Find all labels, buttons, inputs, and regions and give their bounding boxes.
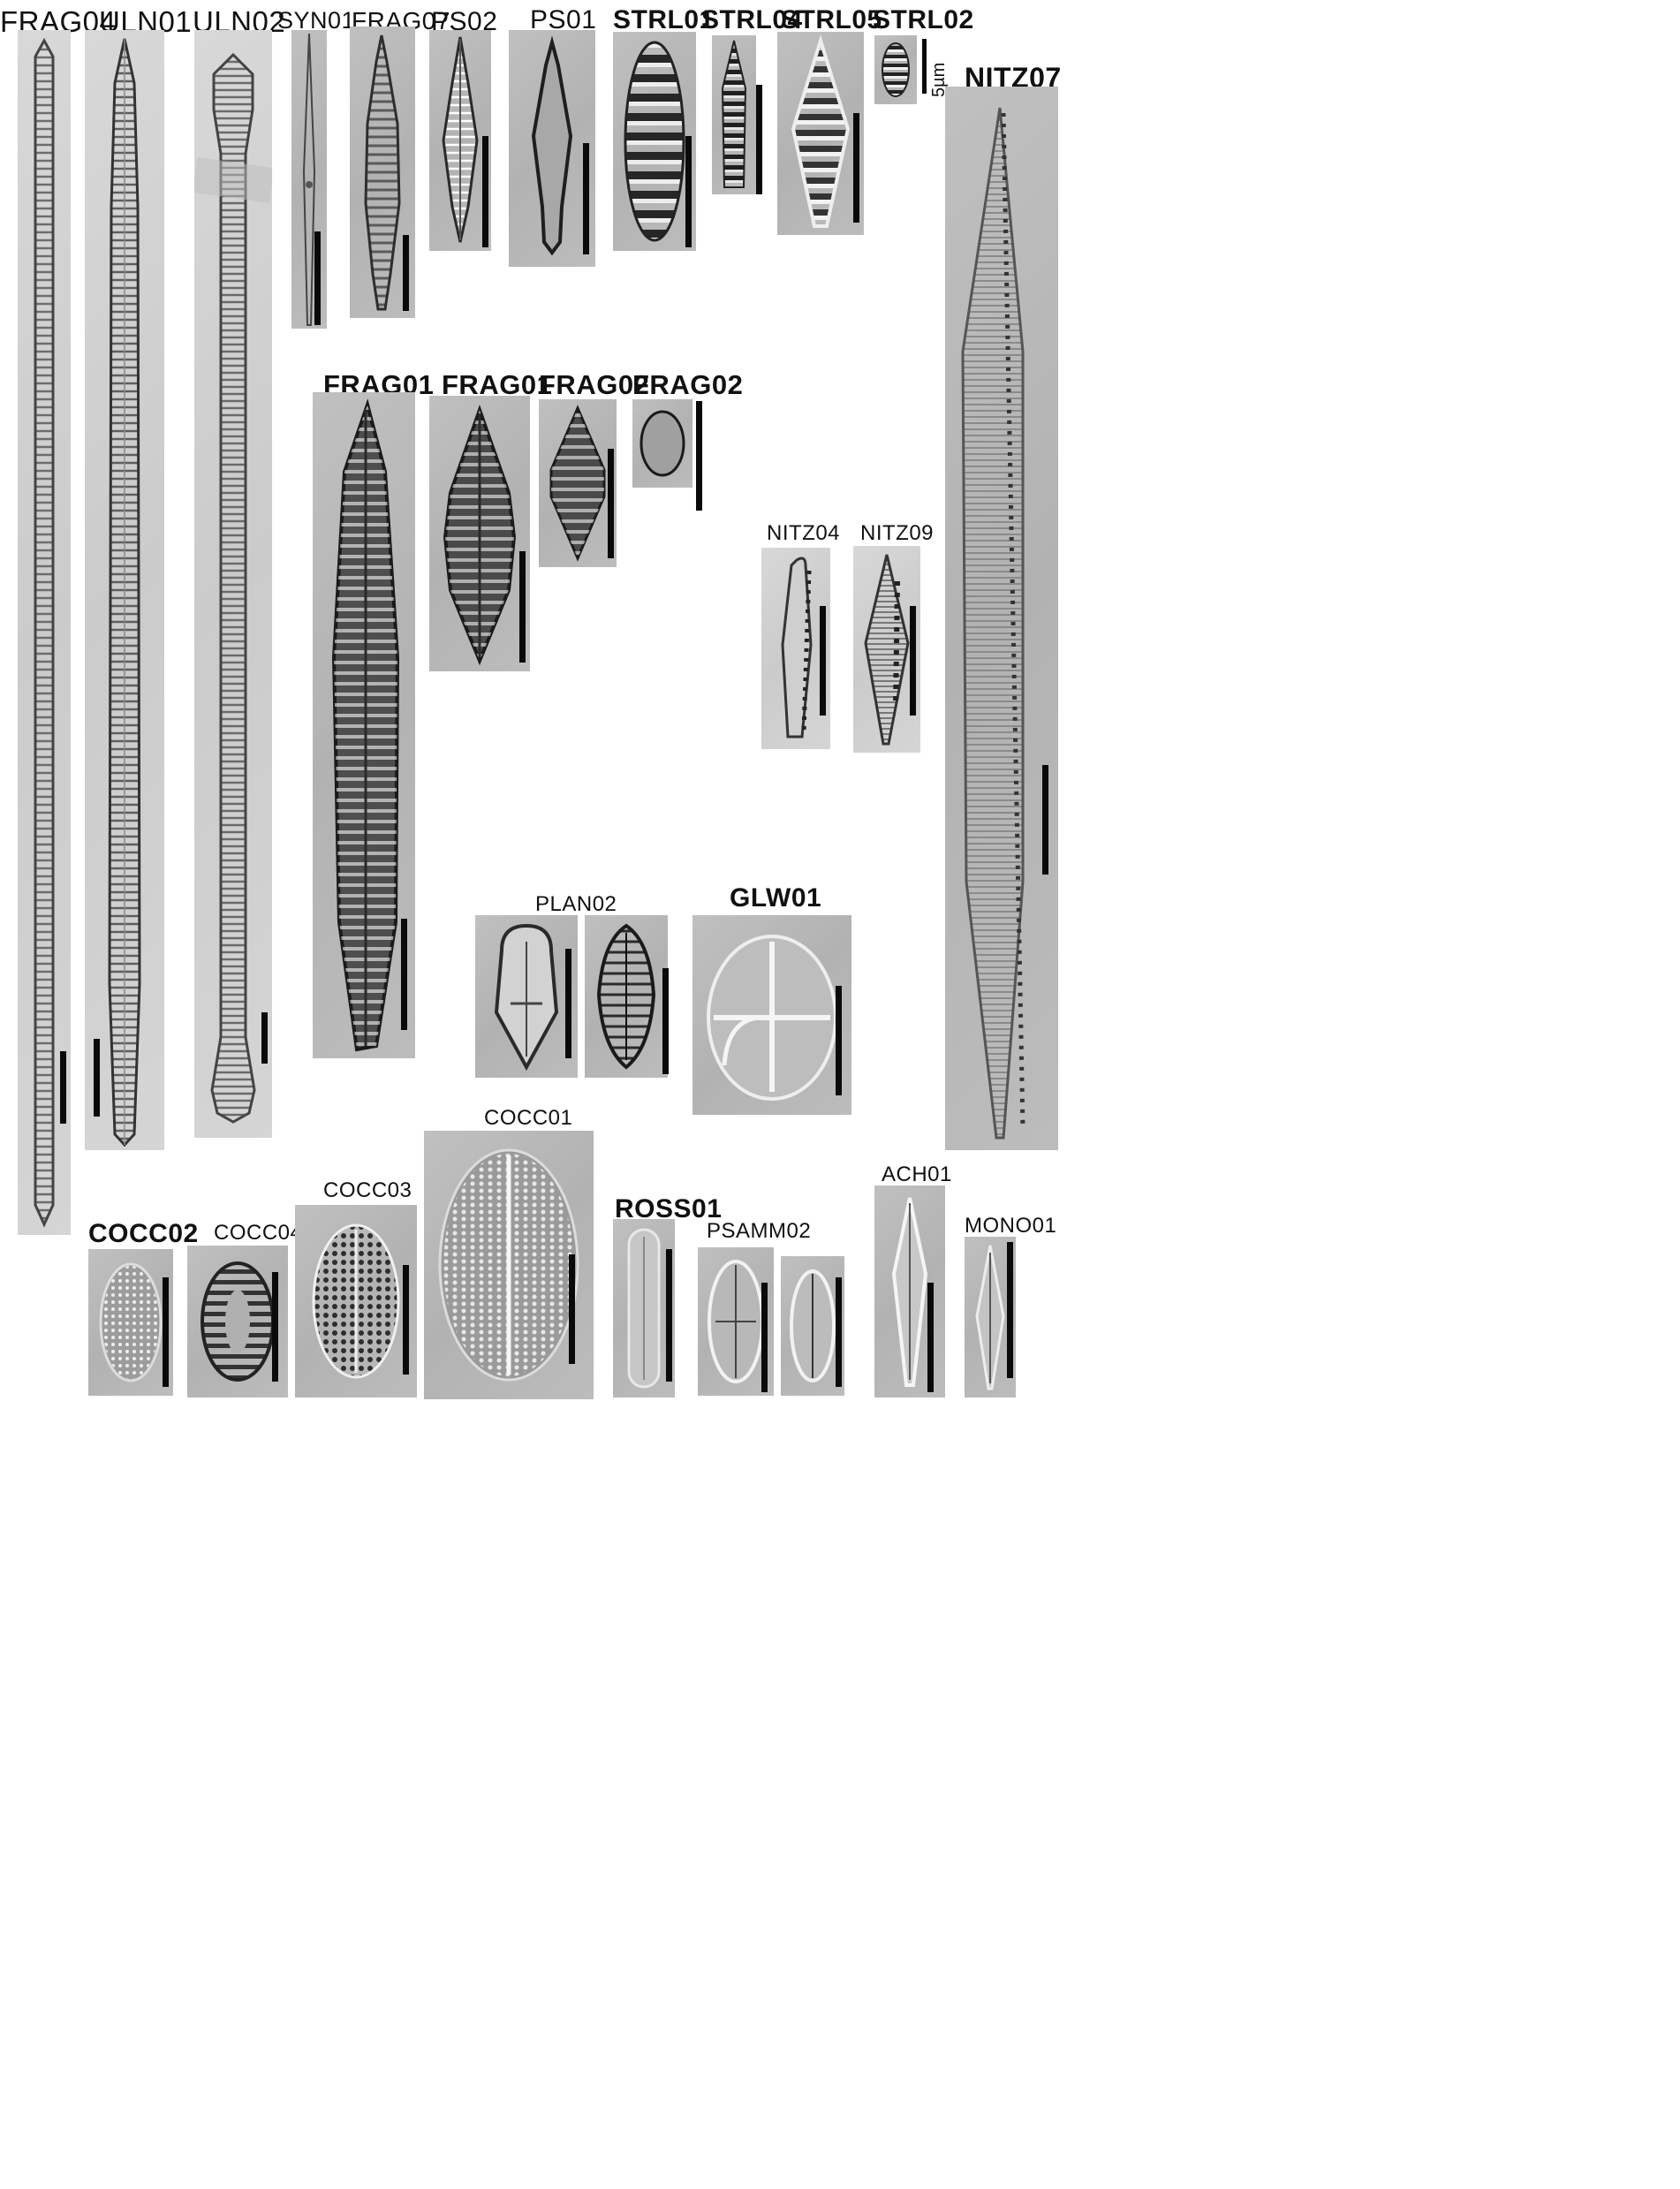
scale-bar-cocc03: [403, 1265, 409, 1375]
scale-bar-ach01: [927, 1283, 934, 1392]
scale-bar-cocc01: [569, 1254, 575, 1364]
label-plan02: PLAN02: [535, 892, 617, 916]
scale-bar-nitz04: [820, 606, 826, 716]
label-ach01: ACH01: [882, 1163, 952, 1186]
scale-bar-ross01: [666, 1249, 672, 1382]
scale-bar-glw01: [836, 986, 842, 1095]
label-strl02: STRL02: [873, 5, 974, 34]
scale-bar-cocc02: [163, 1277, 169, 1387]
scale-bar-strl01: [685, 136, 692, 247]
scale-bar-frag04: [60, 1051, 66, 1124]
scale-bar-uln01: [94, 1039, 100, 1117]
scale-bar-nitz07: [1042, 765, 1048, 875]
label-nitz04: NITZ04: [767, 521, 841, 545]
scale-bar-cocc04: [272, 1272, 278, 1382]
micrograph-strl05: [777, 32, 864, 235]
scale-bar-frag07: [403, 235, 409, 311]
micrograph-frag01-a: [313, 392, 415, 1058]
label-psamm02: PSAMM02: [707, 1219, 812, 1243]
label-cocc04: COCC04: [214, 1221, 303, 1245]
label-glw01: GLW01: [730, 883, 822, 913]
micrograph-frag02-b: [632, 399, 692, 488]
micrograph-uln02: [194, 30, 272, 1138]
label-strl01: STRL01: [613, 5, 715, 34]
micrograph-psamm02-a: [698, 1247, 774, 1396]
label-cocc02: COCC02: [88, 1219, 199, 1248]
micrograph-strl02: [874, 35, 917, 104]
scale-bar-strl02: [922, 39, 927, 94]
micrograph-ps02: [429, 30, 491, 251]
scale-bar-frag02-b: [696, 401, 702, 511]
scale-bar-ps02: [482, 136, 488, 247]
micrograph-cocc03: [295, 1205, 417, 1397]
micrograph-frag07: [350, 27, 415, 318]
label-ross01: ROSS01: [615, 1194, 723, 1223]
label-ps01: PS01: [530, 5, 597, 34]
label-strl05: STRL05: [781, 5, 882, 34]
micrograph-cocc01: [424, 1131, 594, 1399]
scale-bar-plan02-a: [565, 949, 571, 1058]
micrograph-ross01: [613, 1219, 675, 1397]
micrograph-frag02-a: [539, 399, 617, 567]
label-cocc03: COCC03: [323, 1178, 412, 1202]
label-cocc01: COCC01: [484, 1106, 573, 1130]
scale-bar-uln02: [261, 1012, 268, 1064]
micrograph-frag04: [18, 30, 71, 1235]
micrograph-syn01: [291, 30, 327, 329]
micrograph-plan02-a: [475, 915, 578, 1078]
micrograph-frag01-b: [429, 396, 530, 671]
scale-bar-frag01-b: [519, 551, 526, 663]
scale-bar-strl05: [853, 113, 859, 223]
label-frag02-a: FRAG02: [539, 369, 650, 400]
micrograph-plan02-b: [585, 915, 668, 1078]
scale-bar-psamm02-b: [836, 1277, 842, 1387]
scale-bar-syn01: [314, 231, 321, 325]
scale-bar-plan02-b: [662, 968, 669, 1074]
micrograph-strl01: [613, 32, 696, 251]
scale-label-5um: 5µm: [929, 62, 949, 97]
label-syn01: SYN01: [277, 7, 356, 34]
micrograph-cocc02: [88, 1249, 173, 1396]
micrograph-nitz09: [853, 546, 920, 753]
scale-bar-frag02-a: [608, 449, 614, 558]
label-mono01: MONO01: [965, 1214, 1057, 1238]
micrograph-ps01: [509, 30, 595, 267]
label-strl04: STRL04: [701, 5, 803, 34]
micrograph-nitz07: [945, 87, 1058, 1150]
scale-bar-frag01-a: [401, 919, 407, 1030]
label-frag01-b: FRAG01: [442, 369, 553, 400]
micrograph-cocc04: [187, 1246, 288, 1397]
micrograph-ach01: [874, 1185, 945, 1397]
micrograph-strl04: [712, 35, 756, 194]
micrograph-glw01: [692, 915, 851, 1115]
micrograph-uln01: [85, 30, 164, 1150]
scale-bar-strl04: [756, 85, 762, 194]
micrograph-psamm02-b: [781, 1256, 844, 1396]
scale-bar-mono01: [1007, 1242, 1013, 1378]
scale-bar-nitz09: [910, 606, 916, 716]
scale-bar-psamm02-a: [761, 1283, 768, 1392]
label-frag02-b: FRAG02: [632, 369, 744, 400]
scale-bar-ps01: [583, 143, 589, 254]
micrograph-nitz04: [761, 548, 830, 749]
label-nitz09: NITZ09: [860, 521, 935, 545]
